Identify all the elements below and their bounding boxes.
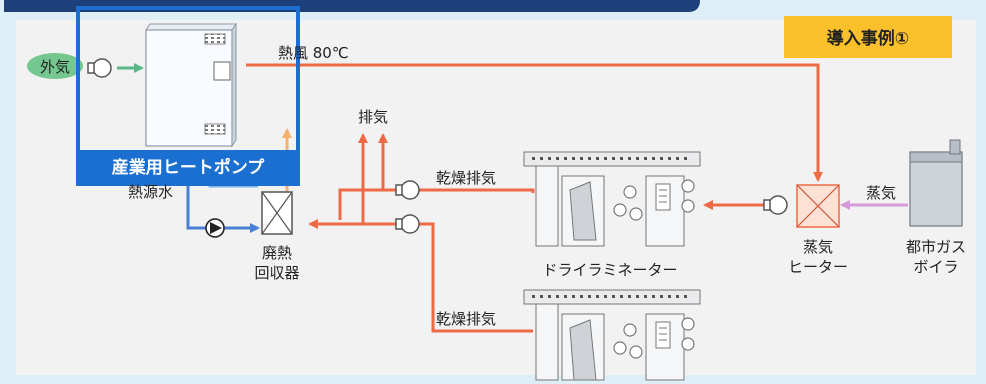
pump-icon [205, 218, 225, 238]
case-badge: 導入事例① [784, 16, 952, 58]
heat-source-water-label: 熱源水 [128, 183, 173, 201]
boiler-icon [909, 139, 963, 227]
steam-label: 蒸気 [866, 184, 896, 202]
heat-pump-label: 産業用ヒートポンプ [112, 157, 265, 178]
outside-air-node: 外気 [27, 53, 83, 79]
exhaust-label: 排気 [358, 108, 388, 126]
dry-exhaust-line-1 [404, 188, 535, 193]
steam-heater-label-2: ヒーター [788, 258, 848, 276]
dry-laminator-label: ドライラミネーター [542, 261, 677, 279]
city-gas-boiler-label-2: ボイラ [913, 258, 958, 276]
steam-heater-label-1: 蒸気 [803, 238, 833, 256]
dry-exhaust-label-2: 乾燥排気 [436, 310, 496, 328]
waste-heat-recovery-icon [261, 191, 293, 235]
case-badge-label: 導入事例① [827, 28, 909, 49]
waste-heat-recovery-label-2: 回収器 [254, 264, 299, 282]
steam-heater-icon [796, 184, 840, 228]
heater-fan-icon [763, 195, 788, 215]
heat-source-water-line [186, 170, 260, 233]
dry-exhaust-label-1: 乾燥排気 [436, 169, 496, 187]
hot-air-line [246, 63, 823, 182]
exhaust-fan-icon-2 [395, 214, 420, 234]
outside-air-fan-icon [87, 58, 112, 78]
waste-heat-recovery-label-1: 廃熱 [262, 244, 292, 262]
city-gas-boiler-label-1: 都市ガス [906, 238, 966, 256]
exhaust-fan-icon-1 [395, 180, 420, 200]
dry-laminator-icon-2 [523, 289, 701, 381]
heat-pump-label-bar [78, 150, 298, 184]
dry-laminator-icon [523, 151, 701, 247]
heat-pump-unit-icon [145, 22, 237, 148]
outside-air-label: 外気 [40, 58, 70, 76]
hot-air-label: 熱風 80℃ [278, 44, 349, 62]
